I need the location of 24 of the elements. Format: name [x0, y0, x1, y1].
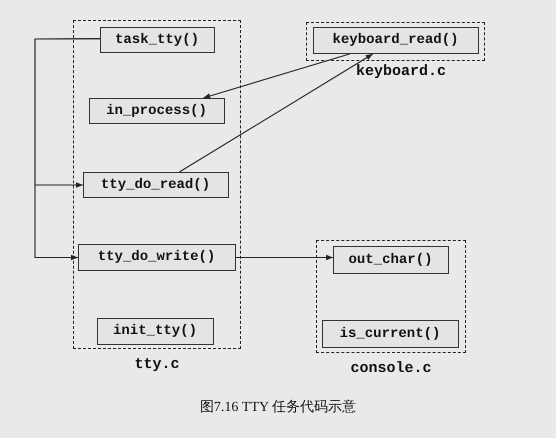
arrow	[34, 38, 100, 260]
figure-caption: 图7.16 TTY 任务代码示意	[200, 400, 356, 415]
function-name: in_process()	[106, 102, 207, 118]
function-box	[78, 244, 236, 270]
arrow	[236, 254, 333, 260]
file-name-label: tty.c	[134, 356, 180, 373]
function-box	[82, 172, 228, 198]
function-name: tty_do_read()	[100, 176, 210, 192]
function-name: init_tty()	[112, 323, 197, 339]
arrow	[179, 54, 374, 172]
function-box	[96, 318, 214, 344]
arrow	[203, 53, 350, 99]
function-name: keyboard_read()	[332, 32, 459, 48]
function-box	[100, 26, 214, 52]
function-box	[332, 246, 448, 274]
function-name: out_char()	[348, 252, 432, 268]
function-box	[88, 98, 224, 124]
function-name: task_tty()	[114, 32, 199, 48]
function-name: tty_do_write()	[98, 249, 216, 265]
function-box	[322, 320, 458, 348]
file-name-label: keyboard.c	[356, 63, 446, 80]
file-name-label: console.c	[350, 360, 432, 377]
function-name: is_current()	[340, 326, 440, 342]
function-box	[312, 26, 478, 54]
